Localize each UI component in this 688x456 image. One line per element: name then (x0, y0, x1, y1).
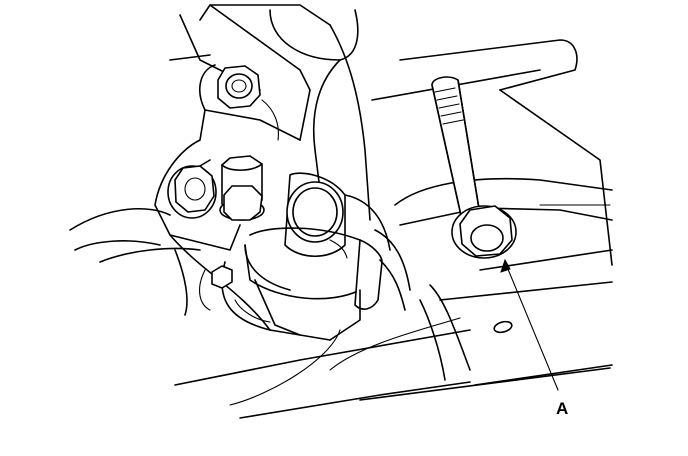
callout-label-a: A (556, 399, 568, 418)
mounting-bolt (431, 76, 517, 259)
callout-a-leader (500, 258, 559, 391)
left-bolt (167, 165, 217, 219)
upper-bolt (217, 65, 261, 109)
subframe (69, 39, 613, 419)
universal-joint (244, 172, 411, 341)
center-bolt (219, 155, 265, 221)
column-housing (169, 4, 371, 221)
